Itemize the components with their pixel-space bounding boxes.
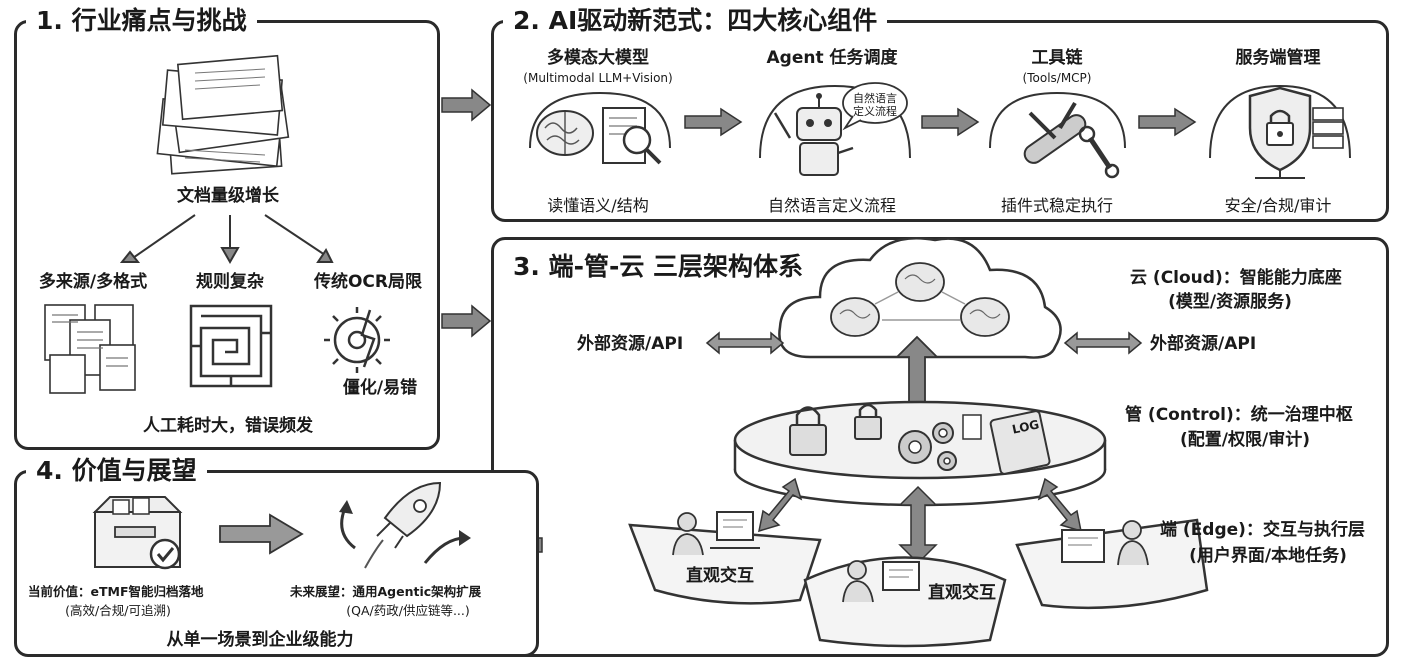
branch-arrows <box>119 214 334 265</box>
current-value-sub: (高效/合规/可追溯) <box>65 603 171 618</box>
doc-growth-label: 文档量级增长 <box>177 186 279 206</box>
future-value-label: 未来展望：通用Agentic架构扩展 <box>290 584 482 599</box>
control-layer-disc <box>733 400 1107 507</box>
arrow-tools-to-server <box>1138 107 1197 137</box>
robot-agent-icon <box>759 82 911 176</box>
cloud-title: 云 (Cloud)：智能能力底座 <box>1130 268 1342 288</box>
ext-api-left: 外部资源/API <box>577 334 684 354</box>
swiss-knife-tools-icon <box>989 91 1126 179</box>
edge-title: 端 (Edge)：交互与执行层 <box>1160 520 1365 540</box>
shield-lock-server-icon <box>1209 84 1351 179</box>
control-title: 管 (Control)：统一治理中枢 <box>1125 405 1353 425</box>
arrow-llm-to-agent <box>684 107 743 137</box>
arrow-panel1-to-panel2 <box>441 88 492 122</box>
arrow-control-edge-left <box>758 477 803 533</box>
arrow-current-to-future <box>219 513 304 555</box>
brain-document-magnifier-icon <box>529 91 671 165</box>
cloud-sub: (模型/资源服务) <box>1168 292 1292 312</box>
document-pile-icon <box>156 54 290 175</box>
component-agent-caption: 自然语言定义流程 <box>767 196 897 215</box>
component-tools-name: 工具链 <box>1031 48 1083 68</box>
agent-speech-bubble: 自然语言定义流程 <box>850 92 900 118</box>
multi-source-label: 多来源/多格式 <box>38 272 148 292</box>
cloud-layer-icon <box>778 236 1062 359</box>
component-llm-caption: 读懂语义/结构 <box>547 196 649 215</box>
current-value-label: 当前价值：eTMF智能归档落地 <box>28 584 204 599</box>
rigid-label: 僵化/易错 <box>342 378 418 398</box>
arrow-agent-to-tools <box>921 107 980 137</box>
component-server-name: 服务端管理 <box>1235 48 1321 68</box>
multi-document-icon <box>44 304 136 394</box>
edge-sub: (用户界面/本地任务) <box>1189 546 1347 566</box>
component-llm-sub: (Multimodal LLM+Vision) <box>523 71 673 85</box>
future-value-sub: (QA/药政/供应链等...) <box>346 603 470 618</box>
component-tools-caption: 插件式稳定执行 <box>1000 196 1114 215</box>
panel1-title: 1. 行业痛点与挑战 <box>26 6 257 36</box>
panel1-bottom-text: 人工耗时大，错误频发 <box>143 416 313 436</box>
component-llm-name: 多模态大模型 <box>547 48 649 68</box>
panel2-title: 2. AI驱动新范式：四大核心组件 <box>503 6 888 36</box>
component-tools-sub: (Tools/MCP) <box>1022 71 1092 85</box>
arrow-ext-left-to-cloud <box>705 331 785 355</box>
rocket-growth-icon <box>339 481 471 569</box>
ext-api-right: 外部资源/API <box>1150 334 1257 354</box>
agent-bubble-text: 自然语言定义流程 <box>853 92 897 118</box>
component-server-caption: 安全/合规/审计 <box>1224 196 1332 215</box>
arrow-cloud-to-ext-right <box>1063 331 1143 355</box>
panel4-title: 4. 价值与展望 <box>26 456 207 486</box>
complex-rules-label: 规则复杂 <box>196 272 264 292</box>
broken-gear-icon <box>324 307 390 373</box>
panel4-bottom-text: 从单一场景到企业级能力 <box>166 630 354 650</box>
edge-mid-platform <box>803 556 1007 648</box>
control-sub: (配置/权限/审计) <box>1180 430 1310 450</box>
edge-right-platform <box>1015 518 1209 610</box>
ocr-limits-label: 传统OCR局限 <box>313 272 423 292</box>
edge-left-platform <box>628 511 822 605</box>
component-agent-name: Agent 任务调度 <box>766 48 898 68</box>
maze-icon <box>189 304 273 388</box>
arrow-panel1-to-panel3 <box>441 304 492 338</box>
edge-left-label: 直观交互 <box>686 566 754 586</box>
archive-drawer-check-icon <box>92 496 183 570</box>
panel3-title: 3. 端-管-云 三层架构体系 <box>513 252 804 281</box>
edge-mid-label: 直观交互 <box>928 583 996 603</box>
